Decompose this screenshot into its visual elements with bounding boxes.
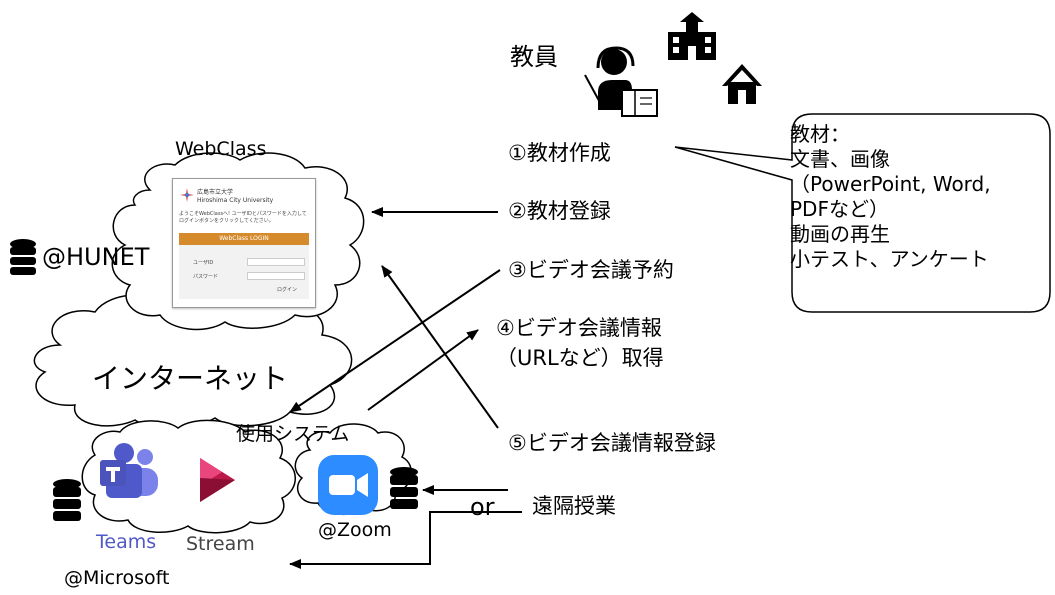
- microsoft-host-label: @Microsoft: [64, 567, 170, 589]
- webclass-title: WebClass: [175, 138, 267, 160]
- password-label: パスワード: [193, 274, 219, 280]
- callout-bubble: [674, 113, 1051, 313]
- step-1-label: ①教材作成: [508, 141, 611, 165]
- step-3-label: ③ビデオ会議予約: [508, 258, 674, 282]
- university-name-en: Hiroshima City University: [197, 197, 274, 204]
- callout-line: 文書、画像: [790, 147, 890, 171]
- remote-class-label: 遠隔授業: [532, 494, 616, 518]
- home-icon: [722, 64, 762, 104]
- school-icon: [668, 12, 716, 60]
- systems-cloud: [81, 419, 296, 534]
- database-icon-microsoft: [53, 479, 81, 521]
- teacher-label: 教員: [510, 43, 558, 71]
- arrow-step3: [289, 269, 501, 413]
- stream-icon: [200, 458, 235, 502]
- password-input[interactable]: [247, 272, 305, 280]
- arrow-step4: [367, 329, 479, 411]
- database-icon-zoom: [390, 467, 418, 509]
- login-form: ユーザID パスワード ログイン: [179, 245, 309, 299]
- zoom-icon: [318, 455, 378, 515]
- login-button[interactable]: ログイン: [276, 287, 297, 293]
- callout-line: （PowerPoint, Word,: [790, 172, 991, 196]
- systems-label: 使用システム: [236, 423, 350, 445]
- arrow-to-microsoft: [289, 511, 522, 569]
- callout-line: 小テスト、アンケート: [790, 247, 989, 271]
- teams-label: Teams: [96, 531, 157, 553]
- callout-line: PDFなど）: [790, 197, 889, 221]
- database-icon-hunet: [10, 239, 36, 275]
- step-2-label: ②教材登録: [508, 199, 611, 223]
- university-logo-icon: [180, 188, 194, 202]
- stream-label: Stream: [186, 533, 255, 555]
- hunet-host-label: @HUNET: [42, 243, 150, 271]
- university-name-jp: 広島市立大学: [197, 189, 234, 196]
- login-panel-title: WebClass LOGIN: [179, 233, 309, 245]
- internet-label: インターネット: [92, 362, 289, 395]
- arrow-step5: [381, 265, 499, 429]
- step-4-label-line2: （URLなど）取得: [496, 346, 664, 370]
- step-4-label-line1: ④ビデオ会議情報: [496, 316, 662, 340]
- callout-text: 教材： 文書、画像 （PowerPoint, Word, PDFなど） 動画の再…: [790, 122, 991, 272]
- zoom-host-label: @Zoom: [318, 519, 392, 541]
- step-5-label: ⑤ビデオ会議情報登録: [508, 431, 716, 455]
- welcome-text: ようこそWebClassへ! ユーザIDとパスワードを入力してログインボタンをク…: [179, 211, 307, 224]
- callout-line: 教材：: [790, 122, 850, 146]
- user-id-input[interactable]: [247, 258, 305, 266]
- callout-line: 動画の再生: [790, 222, 890, 246]
- teacher-icon: [584, 46, 658, 117]
- university-name: 広島市立大学 Hiroshima City University: [197, 189, 273, 205]
- user-id-label: ユーザID: [193, 260, 214, 266]
- webclass-login-screenshot: 広島市立大学 Hiroshima City University ようこそWeb…: [172, 178, 316, 308]
- teams-icon: [100, 443, 158, 498]
- or-label: or: [470, 493, 495, 521]
